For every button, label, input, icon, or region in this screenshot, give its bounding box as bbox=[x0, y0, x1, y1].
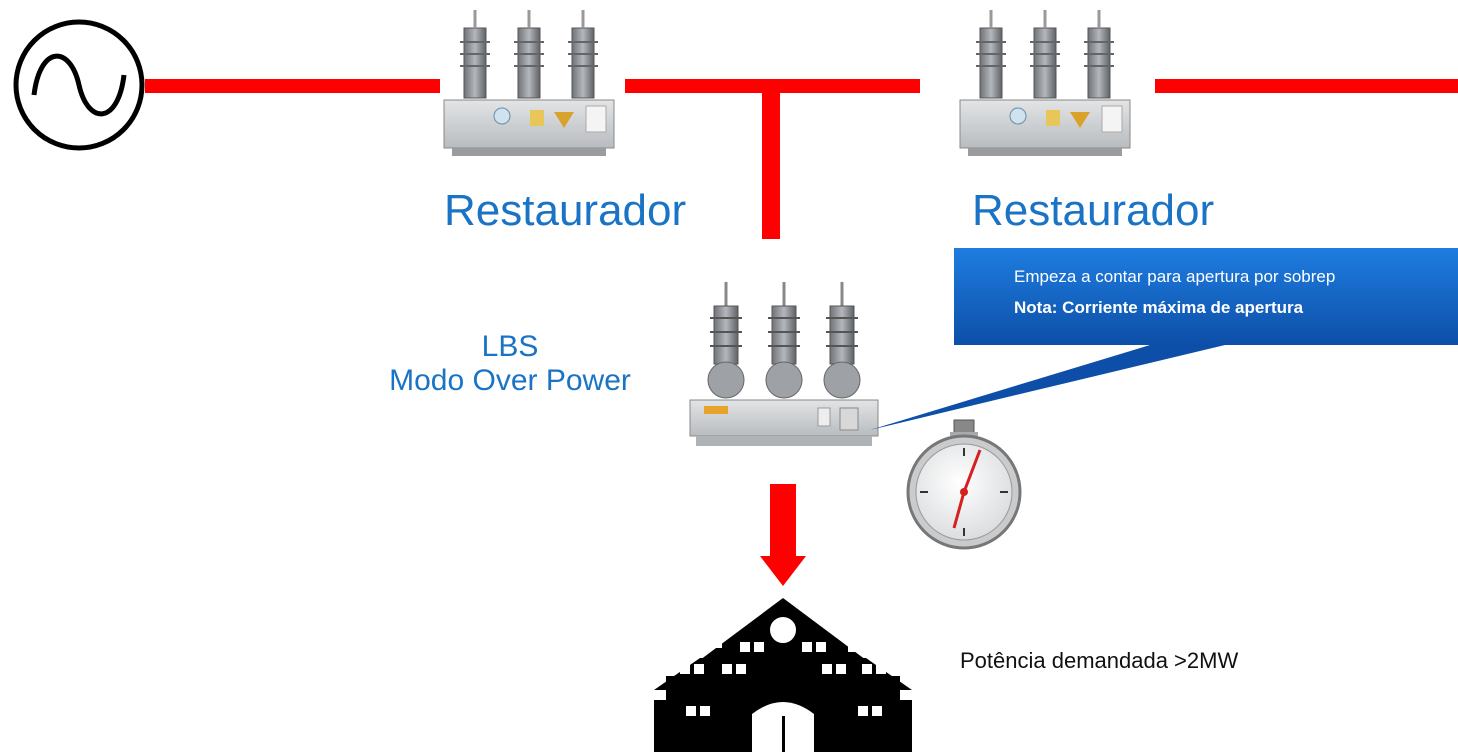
lbs-switch-icon bbox=[689, 282, 879, 446]
down-arrow-icon bbox=[760, 484, 806, 586]
ac-source-icon bbox=[13, 19, 145, 151]
recloser-2-label: Restaurador bbox=[972, 186, 1215, 235]
bus-segment-source bbox=[145, 79, 440, 93]
building-icon bbox=[654, 598, 912, 752]
load-demand-label: Potência demandada >2MW bbox=[960, 648, 1239, 673]
lbs-label: LBS Modo Over Power bbox=[340, 330, 680, 398]
callout-text: Empeza a contar para apertura por sobrep… bbox=[1014, 265, 1458, 319]
bus-lines bbox=[145, 79, 1458, 239]
bus-tap-vertical bbox=[762, 93, 780, 239]
callout-balloon bbox=[870, 248, 1458, 430]
callout-line-2: Nota: Corriente máxima de apertura bbox=[1014, 298, 1304, 317]
lbs-title: LBS bbox=[481, 330, 539, 363]
lbs-mode: Modo Over Power bbox=[389, 364, 631, 397]
recloser-2-icon bbox=[959, 10, 1131, 156]
bus-segment-middle bbox=[625, 79, 920, 93]
bus-segment-right bbox=[1155, 79, 1458, 93]
stopwatch-icon bbox=[906, 419, 1022, 550]
recloser-1-label: Restaurador bbox=[444, 186, 687, 235]
recloser-1-icon bbox=[443, 10, 615, 156]
callout-line-1: Empeza a contar para apertura por sobrep bbox=[1014, 267, 1336, 286]
